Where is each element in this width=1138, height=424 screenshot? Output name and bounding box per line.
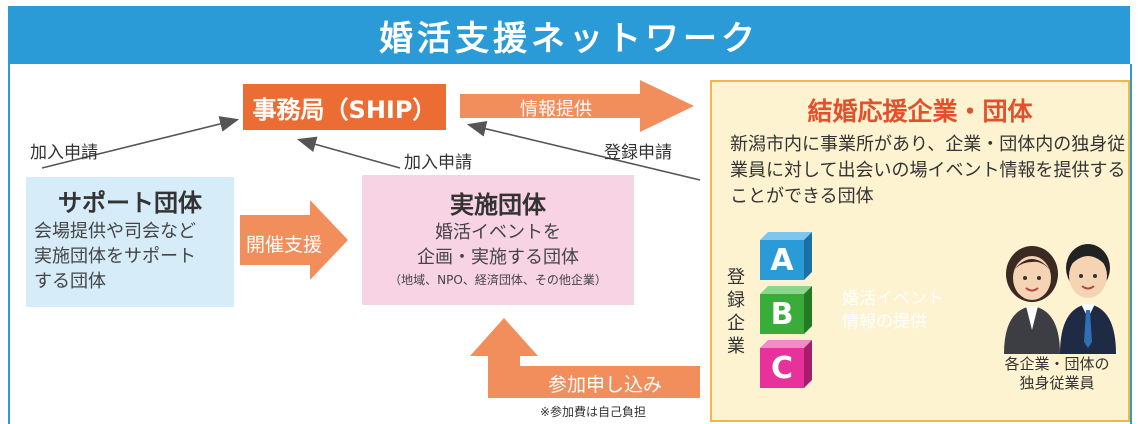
join-line-center bbox=[296, 136, 401, 169]
company-description: 新潟市内に事業所があり、企業・団体内の独身従業員に対して出会いの場イベント情報を… bbox=[730, 134, 1126, 207]
diagram-frame bbox=[8, 64, 1132, 424]
title-banner: 婚活支援ネットワーク bbox=[8, 6, 1130, 64]
woman-icon bbox=[1004, 246, 1060, 354]
registered-companies-label: 登録企業 bbox=[727, 267, 745, 357]
page-title: 婚活支援ネットワーク bbox=[379, 18, 759, 59]
implementing-org-note: （地域、NPO、経済団体、その他企業） bbox=[389, 273, 607, 287]
participate-arrow bbox=[470, 318, 700, 398]
cube-a-letter: A bbox=[770, 242, 794, 278]
implementing-org-title: 実施団体 bbox=[450, 191, 546, 219]
participate-arrow-label: 参加申し込み bbox=[548, 374, 663, 396]
support-arrow bbox=[240, 200, 348, 280]
event-info-label: 婚活イベント 情報の提供 bbox=[842, 289, 944, 332]
secretariat-box: 事務局（SHIP） bbox=[243, 84, 446, 130]
cube-c-letter: C bbox=[770, 350, 794, 386]
support-org-box: サポート団体 会場提供や司会など 実施団体をサポート する団体 bbox=[26, 177, 234, 307]
info-provision-arrow bbox=[460, 80, 694, 132]
register-line bbox=[466, 120, 701, 181]
footnote: ※参加費は自己負担 bbox=[540, 405, 647, 419]
employees-illustration bbox=[1004, 244, 1116, 354]
join-line-left bbox=[41, 116, 240, 169]
register-label: 登録申請 bbox=[604, 143, 672, 163]
secretariat-label: 事務局（SHIP） bbox=[252, 95, 437, 124]
company-title: 結婚応援企業・団体 bbox=[807, 97, 1033, 126]
employees-label: 各企業・団体の 独身従業員 bbox=[1004, 355, 1110, 392]
support-org-title: サポート団体 bbox=[58, 189, 202, 217]
info-provision-label: 情報提供 bbox=[520, 99, 592, 120]
support-arrow-label: 開催支援 bbox=[246, 234, 323, 256]
support-org-description: 会場提供や司会など 実施団体をサポート する団体 bbox=[34, 221, 196, 292]
man-icon bbox=[1060, 244, 1116, 354]
implementing-org-description: 婚活イベントを 企画・実施する団体 bbox=[417, 222, 579, 268]
cube-b-letter: B bbox=[770, 296, 794, 332]
implementing-org-box: 実施団体 婚活イベントを 企画・実施する団体 （地域、NPO、経済団体、その他企… bbox=[362, 175, 634, 305]
join-label-left: 加入申請 bbox=[30, 143, 98, 163]
join-label-center: 加入申請 bbox=[404, 153, 472, 173]
